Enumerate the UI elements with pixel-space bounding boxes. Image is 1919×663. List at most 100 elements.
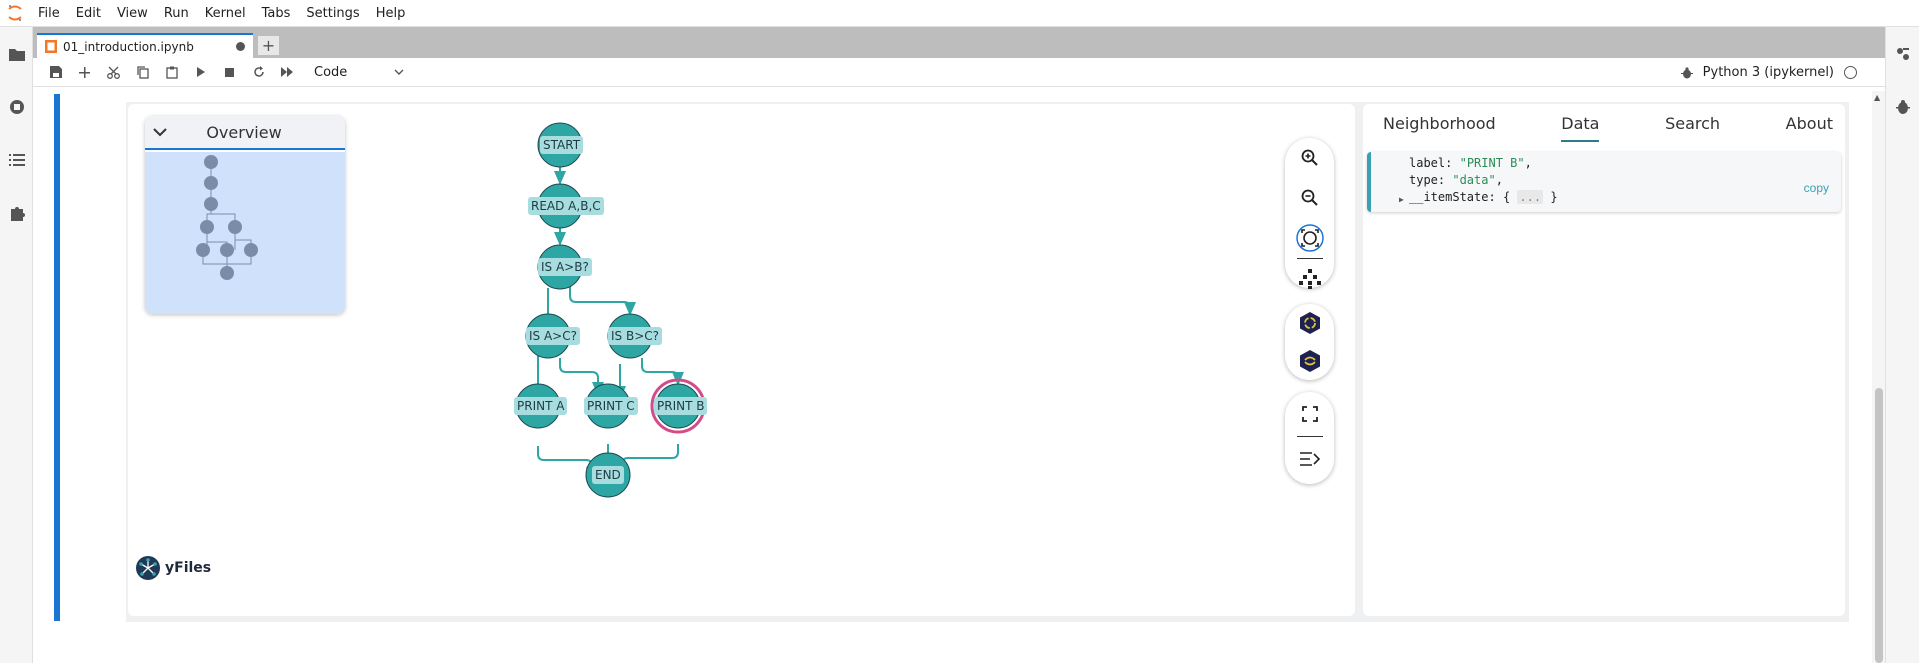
yfiles-text: yFiles — [165, 560, 212, 576]
bug-icon[interactable] — [1680, 66, 1693, 79]
data-panel-tabs: Neighborhood Data Search About — [1383, 114, 1833, 142]
cut-icon[interactable] — [99, 60, 128, 84]
yfiles-logo[interactable]: yFiles — [136, 556, 211, 580]
edge — [537, 446, 598, 481]
menu-kernel[interactable]: Kernel — [204, 5, 246, 21]
yfiles-icon — [136, 556, 160, 580]
fit-content-icon[interactable] — [1285, 218, 1334, 258]
edge — [559, 358, 604, 396]
zoom-in-icon[interactable] — [1285, 138, 1334, 178]
menu-tabs[interactable]: Tabs — [261, 5, 291, 21]
copy-icon[interactable] — [128, 60, 157, 84]
node-label-start[interactable]: START — [540, 136, 584, 154]
json-viewer: label: "PRINT B", type: "data", __itemSt… — [1367, 152, 1841, 212]
menu-edit[interactable]: Edit — [75, 5, 101, 21]
notebook-icon — [45, 40, 57, 53]
node-label-ac[interactable]: IS A>C? — [526, 327, 580, 345]
expand-triangle-icon[interactable]: ▶ — [1399, 195, 1404, 204]
json-open-brace: { — [1502, 190, 1511, 204]
json-key: type: — [1409, 173, 1446, 187]
toc-icon[interactable] — [0, 133, 33, 186]
notebook-scrollbar[interactable]: ▲ — [1872, 91, 1885, 663]
restart-icon[interactable] — [244, 60, 273, 84]
menu-file[interactable]: File — [38, 5, 60, 21]
layout-icon[interactable] — [1285, 259, 1334, 299]
fullscreen-icon[interactable] — [1285, 392, 1334, 436]
zoom-out-icon[interactable] — [1285, 178, 1334, 218]
node-label-read[interactable]: READ A,B,C — [528, 197, 604, 215]
json-row-state[interactable]: __itemState: { ... } — [1409, 189, 1841, 206]
insert-cell-icon[interactable] — [70, 60, 99, 84]
chevron-down-icon — [394, 69, 404, 75]
node-label-pc[interactable]: PRINT C — [584, 397, 638, 415]
property-inspector-icon[interactable] — [1886, 27, 1919, 80]
json-key: __itemState: — [1409, 190, 1496, 204]
node-label-ab[interactable]: IS A>B? — [538, 258, 592, 276]
active-cell-indicator[interactable] — [54, 94, 60, 621]
menu-view[interactable]: View — [116, 5, 148, 21]
tab-about[interactable]: About — [1785, 114, 1833, 133]
node-label-end[interactable]: END — [592, 466, 624, 484]
copy-button[interactable]: copy — [1803, 181, 1829, 195]
unsaved-indicator-icon[interactable] — [236, 42, 245, 51]
menu-run[interactable]: Run — [163, 5, 189, 21]
json-row-type: type: "data", — [1409, 173, 1503, 187]
minimap-node — [228, 220, 242, 234]
main-area: 01_introduction.ipynb + — [33, 27, 1885, 663]
tab-neighborhood[interactable]: Neighborhood — [1383, 114, 1496, 133]
json-value: "PRINT B" — [1459, 156, 1525, 170]
menu-bar: File Edit View Run Kernel Tabs Settings … — [0, 0, 1919, 27]
view-controls — [1285, 392, 1334, 484]
save-icon[interactable] — [41, 60, 70, 84]
graph-canvas[interactable] — [128, 104, 1128, 616]
divider — [1296, 436, 1323, 437]
overview-panel[interactable]: Overview — [145, 116, 345, 314]
json-fold-toggle[interactable]: ... — [1517, 190, 1544, 204]
kernel-status[interactable]: Python 3 (ipykernel) — [1680, 58, 1857, 87]
folder-icon[interactable] — [0, 27, 33, 80]
overview-minimap[interactable] — [145, 152, 345, 314]
data-panel: Neighborhood Data Search About label: "P… — [1363, 104, 1845, 616]
menu-help[interactable]: Help — [375, 5, 406, 21]
cell-type-select[interactable]: Code — [314, 65, 404, 80]
debugger-icon[interactable] — [1886, 80, 1919, 133]
tab-label: 01_introduction.ipynb — [63, 39, 194, 54]
stop-icon[interactable] — [215, 60, 244, 84]
layout-radial-icon[interactable] — [1285, 342, 1334, 380]
json-close-brace: } — [1550, 190, 1558, 204]
new-tab-button[interactable]: + — [257, 35, 280, 56]
node-label-pa[interactable]: PRINT A — [514, 397, 568, 415]
run-all-icon[interactable] — [273, 60, 302, 84]
minimap-graph — [196, 155, 258, 280]
layout-controls — [1285, 304, 1334, 380]
overview-header[interactable]: Overview — [145, 116, 345, 150]
toggle-sidebar-icon[interactable] — [1285, 437, 1334, 481]
cell-type-value: Code — [314, 64, 348, 80]
scrollbar-thumb[interactable] — [1875, 388, 1883, 663]
extension-icon[interactable] — [0, 186, 33, 239]
minimap-node — [204, 155, 218, 169]
kernel-idle-icon — [1844, 66, 1857, 79]
notebook-toolbar: Code Python 3 (ipykernel) — [33, 58, 1885, 87]
running-icon[interactable] — [0, 80, 33, 133]
neighborhood-icon[interactable] — [1285, 304, 1334, 342]
chevron-down-icon[interactable] — [153, 127, 167, 137]
scroll-up-icon[interactable]: ▲ — [1874, 93, 1881, 102]
minimap-node — [244, 243, 258, 257]
tab-notebook[interactable]: 01_introduction.ipynb — [37, 33, 253, 58]
node-label-pb[interactable]: PRINT B — [654, 397, 708, 415]
run-icon[interactable] — [186, 60, 215, 84]
right-sidebar — [1885, 27, 1919, 663]
menu-settings[interactable]: Settings — [306, 5, 360, 21]
graph-panel[interactable]: Overview — [128, 104, 1355, 616]
cell-output: Overview — [126, 102, 1849, 622]
left-sidebar — [0, 27, 33, 663]
node-label-bc[interactable]: IS B>C? — [608, 327, 663, 345]
tab-data[interactable]: Data — [1561, 114, 1600, 142]
tab-search[interactable]: Search — [1665, 114, 1721, 133]
overview-title: Overview — [206, 122, 282, 142]
json-row-label: label: "PRINT B", — [1409, 156, 1532, 170]
paste-icon[interactable] — [157, 60, 186, 84]
kernel-name[interactable]: Python 3 (ipykernel) — [1702, 65, 1834, 80]
jupyter-logo-icon — [0, 0, 30, 27]
